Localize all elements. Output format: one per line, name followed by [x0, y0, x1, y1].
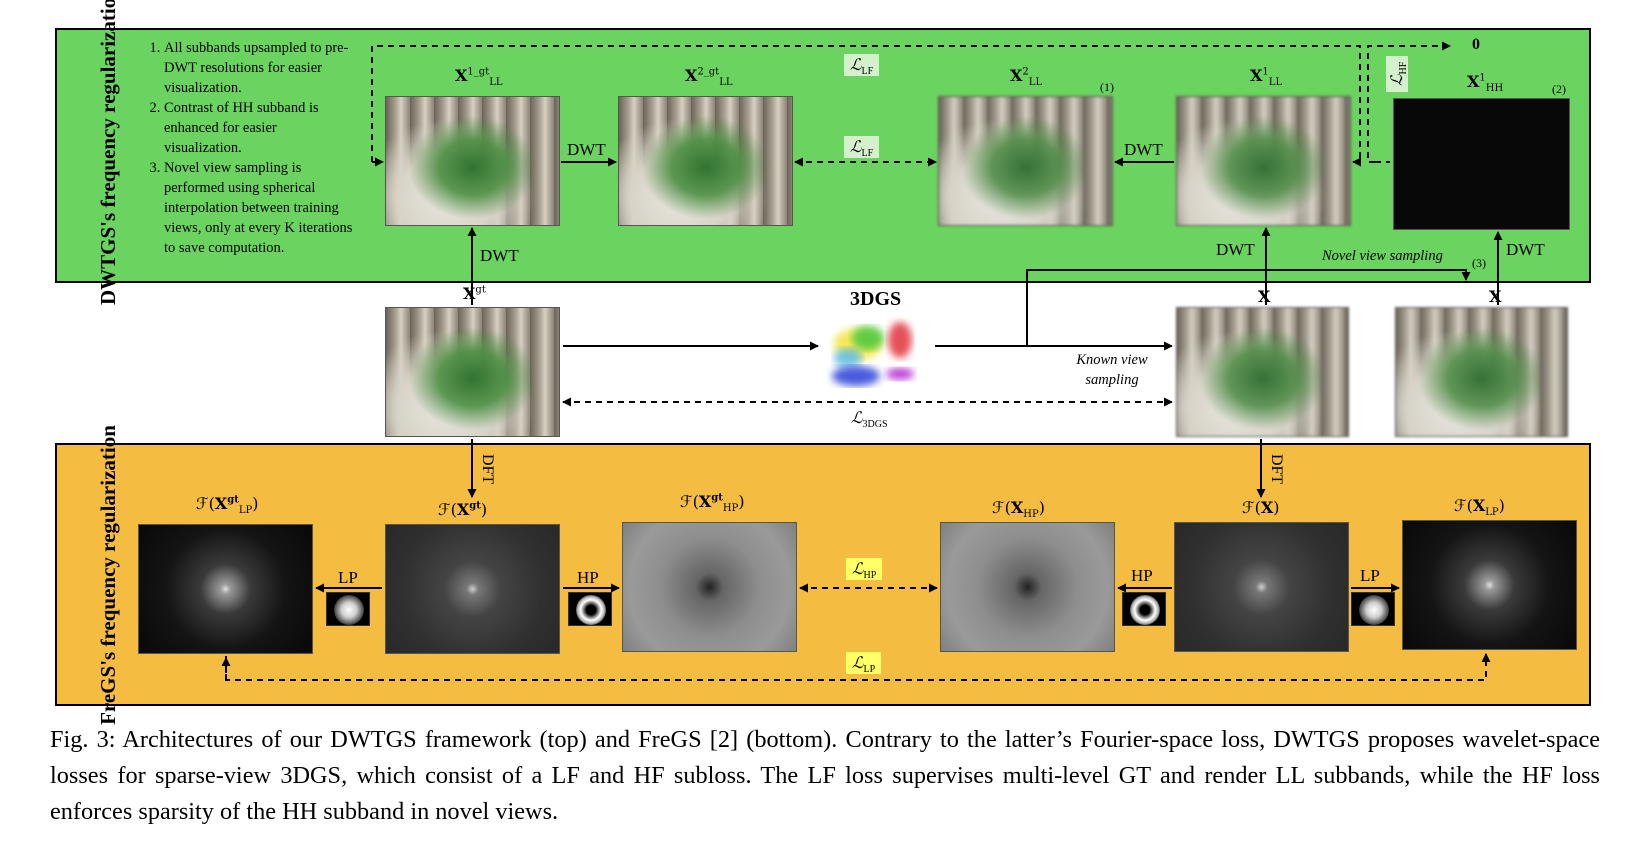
label-lp-2: LP: [1360, 566, 1380, 585]
label-dwt-1: DWT: [567, 140, 606, 159]
spectrum-gt: [385, 524, 560, 654]
label-hp-1: HP: [577, 568, 599, 587]
label-ll1-gt: X1_gtLL: [455, 66, 503, 89]
highpass-filter-icon: [568, 592, 612, 626]
image-ll1-gt: [385, 96, 560, 226]
label-f-hp-gt: ℱ(XgtHP): [680, 492, 745, 515]
label-f-gt: ℱ(Xgt): [438, 500, 488, 519]
note-2: Contrast of HH subband is enhanced for e…: [164, 98, 353, 158]
loss-hp: ℒHP: [846, 558, 883, 581]
image-hh1: [1393, 98, 1570, 230]
label-f-lp: ℱ(XLP): [1454, 496, 1505, 519]
image-novel-render: [1395, 307, 1568, 437]
note-marker-1: (1): [1100, 80, 1114, 94]
image-known-render: [1176, 307, 1349, 437]
label-ll2-gt: X2_gtLL: [685, 66, 733, 89]
label-known-view-sampling: Known view sampling: [1076, 352, 1148, 388]
spectrum-x: [1174, 522, 1349, 652]
note-3: Novel view sampling is performed using s…: [164, 158, 353, 258]
image-gt: [385, 307, 560, 437]
label-x-novel: X: [1489, 287, 1502, 306]
lowpass-filter-icon: [326, 592, 370, 626]
loss-3dgs: ℒ3DGS: [851, 410, 888, 431]
label-3dgs: 3DGS: [850, 288, 902, 310]
spectrum-hp-gt: [622, 522, 797, 652]
label-novel-view-sampling: Novel view sampling: [1322, 248, 1443, 264]
notes-list: All subbands upsampled to pre-DWT resolu…: [138, 38, 353, 258]
label-dft-1: DFT: [479, 454, 496, 485]
highpass-filter-icon: [1122, 592, 1166, 626]
label-hp-2: HP: [1131, 566, 1153, 585]
label-x-gt: Xgt: [463, 284, 486, 303]
note-marker-3: (3): [1472, 256, 1486, 270]
image-ll2-gt: [618, 96, 793, 226]
loss-lf-middle: ℒLF: [844, 136, 880, 159]
loss-lp: ℒLP: [846, 652, 882, 675]
label-f-x: ℱ(X): [1242, 498, 1280, 517]
label-dft-2: DFT: [1268, 454, 1285, 485]
spectrum-lp: [1402, 520, 1577, 650]
figure-caption: Fig. 3: Architectures of our DWTGS frame…: [50, 726, 1600, 825]
lowpass-filter-icon: [1351, 592, 1395, 626]
label-dwt-3: DWT: [480, 246, 519, 265]
label-hh1: X1HH: [1467, 72, 1504, 95]
image-ll1: [1176, 96, 1351, 226]
spectrum-lp-gt: [138, 524, 313, 654]
note-1: All subbands upsampled to pre-DWT resolu…: [164, 38, 353, 98]
note-marker-2: (2): [1552, 82, 1566, 96]
label-ll1: X1LL: [1250, 66, 1283, 89]
loss-hf: ℒHF: [1386, 55, 1409, 92]
label-x-known: X: [1258, 287, 1271, 306]
label-dwt-4: DWT: [1216, 240, 1255, 259]
loss-lf-top: ℒLF: [844, 54, 880, 77]
label-f-lp-gt: ℱ(XgtLP): [196, 494, 259, 517]
label-zero: 0: [1472, 36, 1480, 53]
gaussian-splats-icon: [832, 322, 914, 386]
spectrum-hp: [940, 522, 1115, 652]
label-ll2: X2LL: [1010, 66, 1043, 89]
label-f-hp: ℱ(XHP): [992, 498, 1045, 521]
label-lp-1: LP: [338, 568, 358, 587]
label-dwt-2: DWT: [1124, 140, 1163, 159]
label-dwt-5: DWT: [1506, 240, 1545, 259]
image-ll2: [938, 96, 1113, 226]
